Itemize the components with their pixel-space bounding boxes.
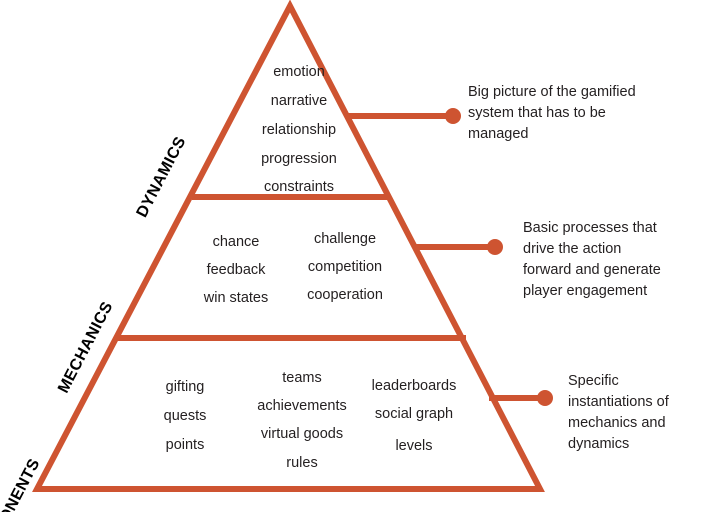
callout-components: Specific instantiations of mechanics and… — [568, 373, 670, 452]
tier-word: levels — [395, 438, 432, 454]
tier-components-words-col2: teams achievements virtual goods rules — [257, 370, 346, 471]
callout-dynamics: Big picture of the gamified system that … — [468, 84, 636, 142]
tier-word: cooperation — [307, 287, 383, 303]
tier-dynamics-words: emotion narrative relationship progressi… — [261, 64, 337, 195]
callout-mechanics: Basic processes that drive the action fo… — [523, 220, 661, 299]
tier-word: constraints — [264, 179, 334, 195]
tier-word: social graph — [375, 406, 453, 422]
tier-components-words-col1: gifting quests points — [164, 379, 207, 453]
callout-line: drive the action — [523, 241, 621, 257]
tier-label-mechanics: MECHANICS — [55, 299, 116, 396]
tier-components-words-col3: leaderboards social graph levels — [372, 378, 457, 454]
tier-word: narrative — [271, 93, 327, 109]
tier-dividers — [118, 194, 466, 341]
tier-word: points — [166, 437, 205, 453]
tier-word: feedback — [207, 262, 267, 278]
tier-word: rules — [286, 455, 317, 471]
tier-mechanics-words-col2: challenge competition cooperation — [307, 231, 383, 303]
connector-dot-components — [537, 390, 553, 406]
tier-word: relationship — [262, 122, 336, 138]
callout-line: system that has to be — [468, 105, 606, 121]
callout-line: forward and generate — [523, 262, 661, 278]
callout-line: Big picture of the gamified — [468, 84, 636, 100]
callout-line: managed — [468, 126, 528, 142]
tier-word: chance — [213, 234, 260, 250]
tier-word: achievements — [257, 398, 346, 414]
tier-label-mechanics-group: MECHANICS — [55, 299, 116, 396]
callout-line: Basic processes that — [523, 220, 657, 236]
tier-word: emotion — [273, 64, 325, 80]
callout-line: instantiations of — [568, 394, 670, 410]
tier-word: competition — [308, 259, 382, 275]
tier-word: win states — [203, 290, 268, 306]
connector-dot-dynamics — [445, 108, 461, 124]
tier-word: challenge — [314, 231, 376, 247]
tier-word: virtual goods — [261, 426, 343, 442]
callout-line: mechanics and — [568, 415, 666, 431]
callout-line: Specific — [568, 373, 619, 389]
connector-dot-mechanics — [487, 239, 503, 255]
callout-line: dynamics — [568, 436, 629, 452]
tier-word: teams — [282, 370, 322, 386]
callout-line: player engagement — [523, 283, 647, 299]
callout-connectors — [347, 108, 553, 406]
tier-mechanics-words-col1: chance feedback win states — [203, 234, 268, 306]
tier-word: leaderboards — [372, 378, 457, 394]
tier-word: progression — [261, 151, 337, 167]
tier-word: quests — [164, 408, 207, 424]
tier-word: gifting — [166, 379, 205, 395]
